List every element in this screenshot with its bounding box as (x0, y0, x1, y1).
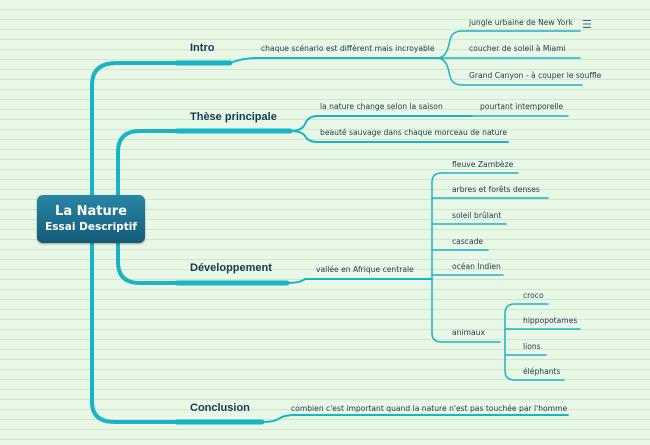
node-these-sub2[interactable]: beauté sauvage dans chaque morceau de na… (320, 128, 508, 137)
node-developpement-item[interactable]: océan Indien (452, 262, 501, 271)
branch-intro[interactable]: Intro (190, 42, 215, 54)
node-conclusion-sub[interactable]: combien c'est important quand la nature … (291, 404, 568, 413)
root-node[interactable]: La Nature Essai Descriptif (37, 195, 145, 243)
node-developpement-item[interactable]: soleil brûlant (452, 211, 502, 220)
node-developpement-item[interactable]: cascade (452, 237, 484, 246)
root-title: La Nature (55, 204, 127, 219)
node-these-sub1-child[interactable]: pourtant intemporelle (480, 102, 564, 111)
node-these-sub1[interactable]: la nature change selon la saison (320, 102, 443, 111)
node-intro-item[interactable]: Grand Canyon - à couper le souffle (469, 71, 602, 80)
root-subtitle: Essai Descriptif (45, 221, 137, 233)
node-developpement-item[interactable]: arbres et forêts denses (452, 185, 540, 194)
node-developpement-sub[interactable]: vallée en Afrique centrale (316, 265, 414, 274)
branch-developpement[interactable]: Développement (190, 262, 272, 274)
node-animal[interactable]: lions (523, 342, 541, 351)
menu-icon[interactable]: ☰ (582, 18, 592, 31)
node-animal[interactable]: éléphants (523, 367, 561, 376)
node-intro-item[interactable]: coucher de soleil à Miami (469, 44, 566, 53)
node-developpement-item[interactable]: animaux (452, 328, 485, 337)
node-animal[interactable]: croco (523, 291, 544, 300)
branch-conclusion[interactable]: Conclusion (190, 402, 250, 414)
node-animal[interactable]: hippopotames (523, 316, 578, 325)
node-intro-item[interactable]: jungle urbaine de New York (469, 18, 573, 27)
node-intro-sub[interactable]: chaque scénario est différent mais incro… (261, 44, 435, 53)
node-developpement-item[interactable]: fleuve Zambèze (452, 160, 514, 169)
branch-these[interactable]: Thèse principale (190, 111, 277, 123)
